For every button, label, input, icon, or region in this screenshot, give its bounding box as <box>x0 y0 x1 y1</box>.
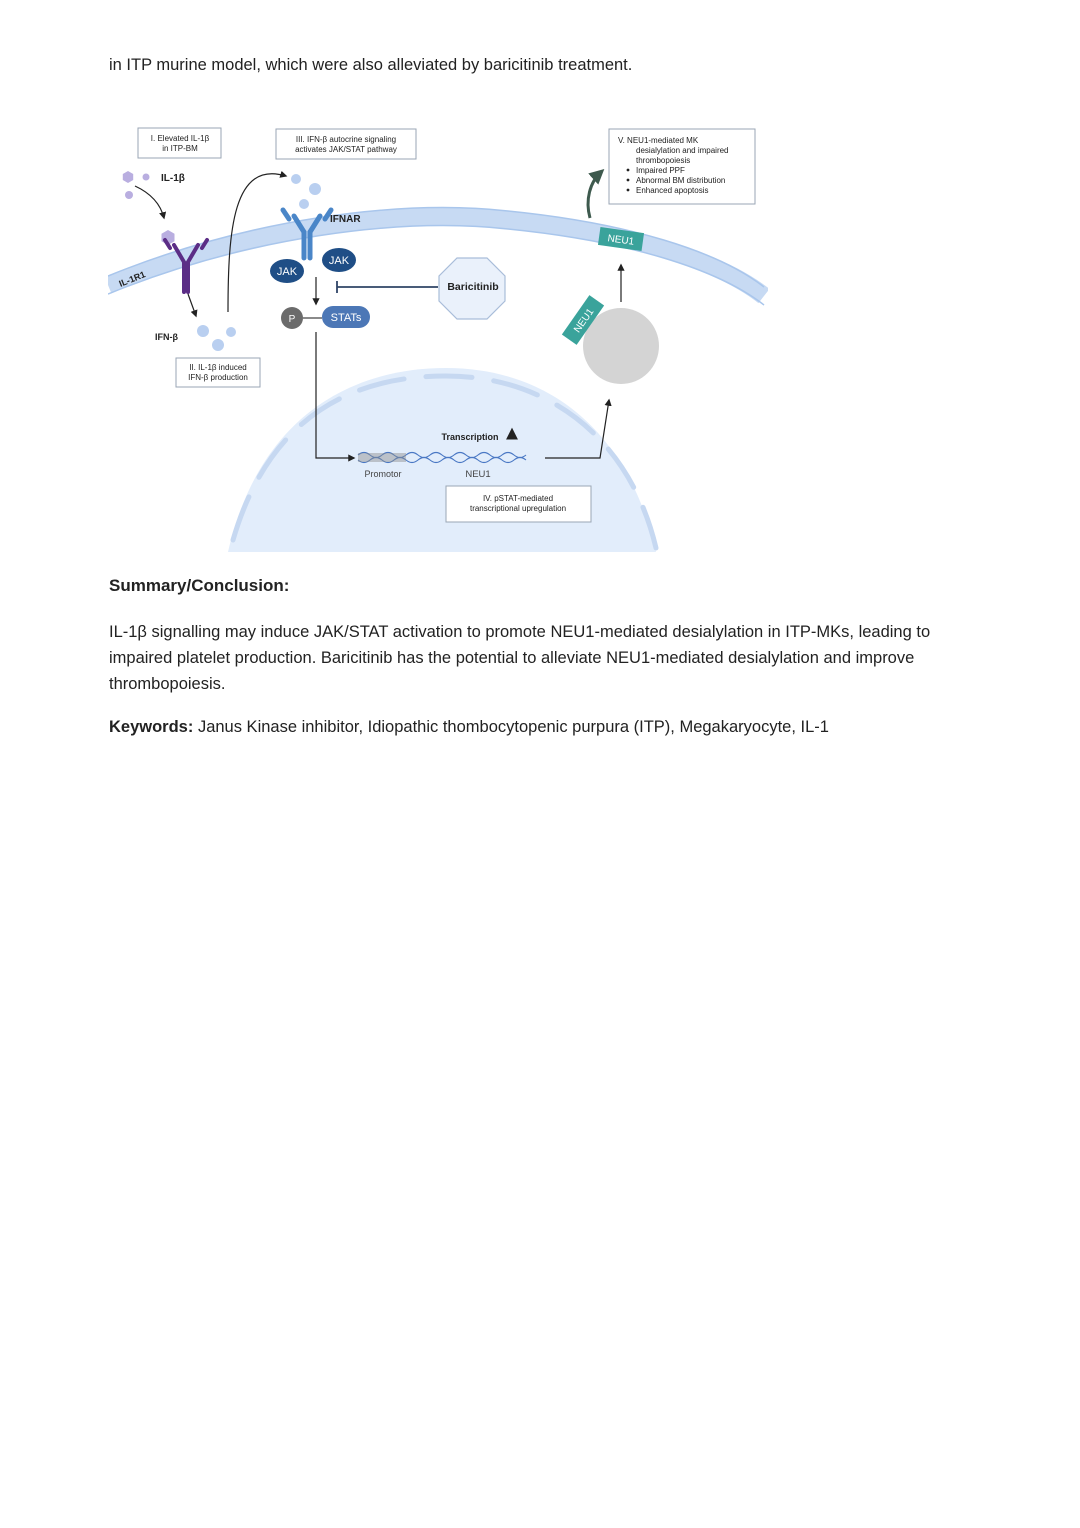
neu1-membrane-label: NEU1 <box>607 233 635 248</box>
ifnb-molecules <box>197 325 236 351</box>
ifnb-label: IFN-β <box>155 332 178 342</box>
stats-label: STATs <box>331 312 362 324</box>
keywords-text: Janus Kinase inhibitor, Idiopathic thomb… <box>193 718 829 736</box>
nuclear-envelope <box>230 373 659 551</box>
cell-membrane <box>108 207 768 304</box>
step5-box <box>608 128 756 205</box>
step3-line1: III. IFN-β autocrine signaling <box>296 135 396 144</box>
step1-line1: I. Elevated IL-1β <box>151 134 210 143</box>
intro-text: in ITP murine model, which were also all… <box>109 56 633 74</box>
jak-left <box>270 259 304 283</box>
step2-line1: II. IL-1β induced <box>189 363 247 372</box>
baricitinib-octagon <box>438 257 506 320</box>
step4-line2: transcriptional upregulation <box>470 504 566 513</box>
ifnar-label: IFNAR <box>330 214 361 225</box>
step1-line2: in ITP-BM <box>162 144 198 153</box>
dna-strand <box>357 451 527 464</box>
il1r1-receptor <box>163 238 209 294</box>
step1-box <box>137 127 222 159</box>
baricitinib-label: Baricitinib <box>447 281 498 293</box>
ifnb-bound <box>291 174 321 209</box>
vesicle <box>583 308 659 384</box>
neu1-membrane-tag <box>597 227 645 251</box>
neu1-vesicle-tag <box>561 295 605 345</box>
il1b-label: IL-1β <box>161 173 185 184</box>
step5-line1: desialylation and impaired <box>636 146 729 155</box>
step5-title: V. NEU1-mediated MK <box>618 136 699 145</box>
neu1-gene-label: NEU1 <box>465 469 490 480</box>
mechanism-figure: I. Elevated IL-1β in ITP-BM IL-1β IL-1R1… <box>108 120 768 552</box>
keywords-label: Keywords: <box>109 718 194 736</box>
ifnar-receptor <box>280 207 334 261</box>
step2-line2: IFN-β production <box>188 373 248 382</box>
jak-right-label: JAK <box>329 255 350 267</box>
jak-right <box>322 248 356 272</box>
keywords: Keywords: Janus Kinase inhibitor, Idiopa… <box>109 714 979 740</box>
phospho-label: P <box>289 314 296 325</box>
step3-line2: activates JAK/STAT pathway <box>295 145 397 154</box>
step4-box <box>445 485 592 523</box>
step5-bullet2: Abnormal BM distribution <box>636 176 725 185</box>
step5-line2: thrombopoiesis <box>636 156 690 165</box>
transcription-label: Transcription <box>441 432 498 442</box>
step2-box <box>175 357 261 388</box>
step3-box <box>275 128 417 160</box>
step4-line1: IV. pSTAT-mediated <box>483 494 553 503</box>
summary-body: IL-1β signalling may induce JAK/STAT act… <box>109 623 931 693</box>
jak-left-label: JAK <box>277 266 298 278</box>
summary-heading: Summary/Conclusion: <box>109 576 290 595</box>
il1b-ligands <box>122 171 150 199</box>
phospho-circle <box>281 307 303 329</box>
step5-bullet1: Impaired PPF <box>636 166 685 175</box>
stats-pill <box>322 306 370 328</box>
step5-bullet3: Enhanced apoptosis <box>636 186 709 195</box>
promotor-label: Promotor <box>364 469 401 479</box>
